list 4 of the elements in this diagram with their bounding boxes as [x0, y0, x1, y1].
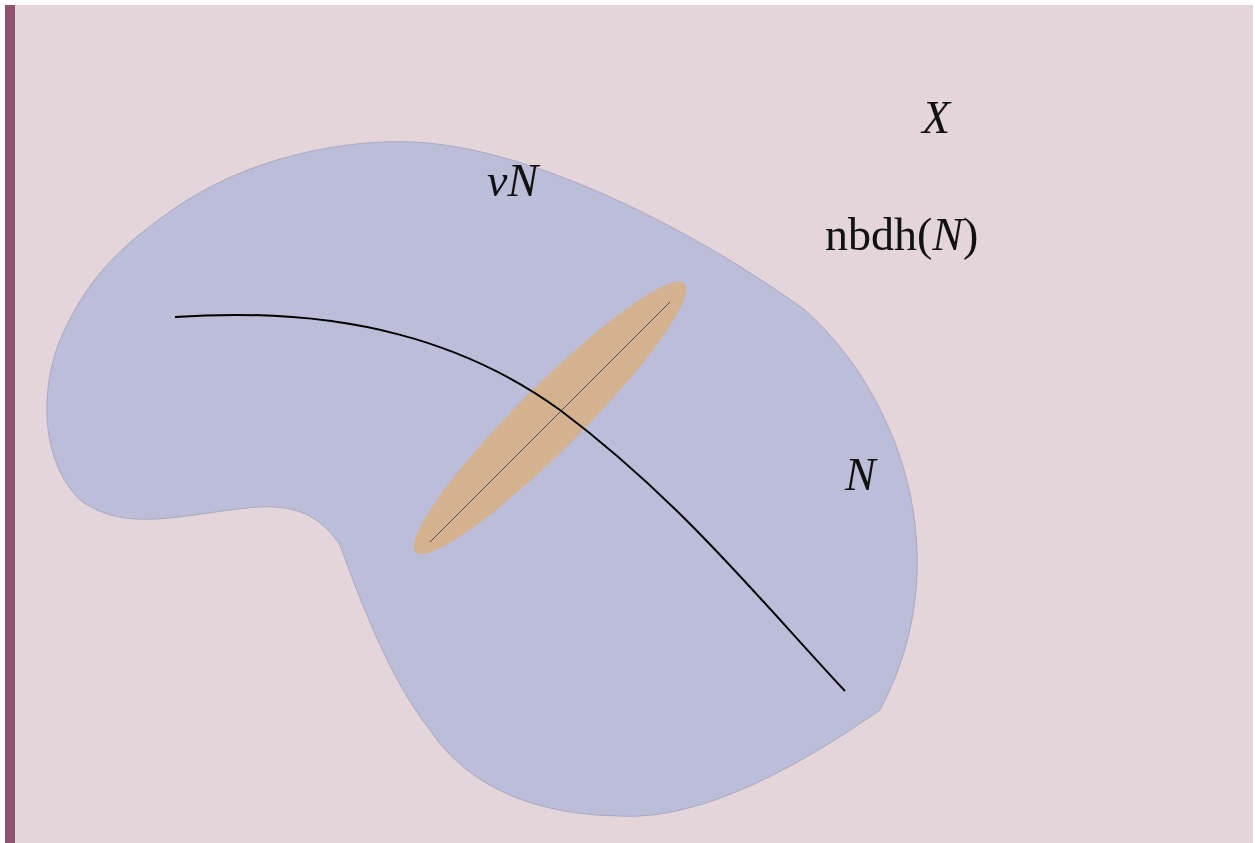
- curve-label: N: [845, 452, 876, 498]
- neighborhood-label: nbdh(N): [825, 212, 979, 258]
- space-label: X: [922, 95, 951, 141]
- normal-bundle-label: νN: [487, 158, 539, 204]
